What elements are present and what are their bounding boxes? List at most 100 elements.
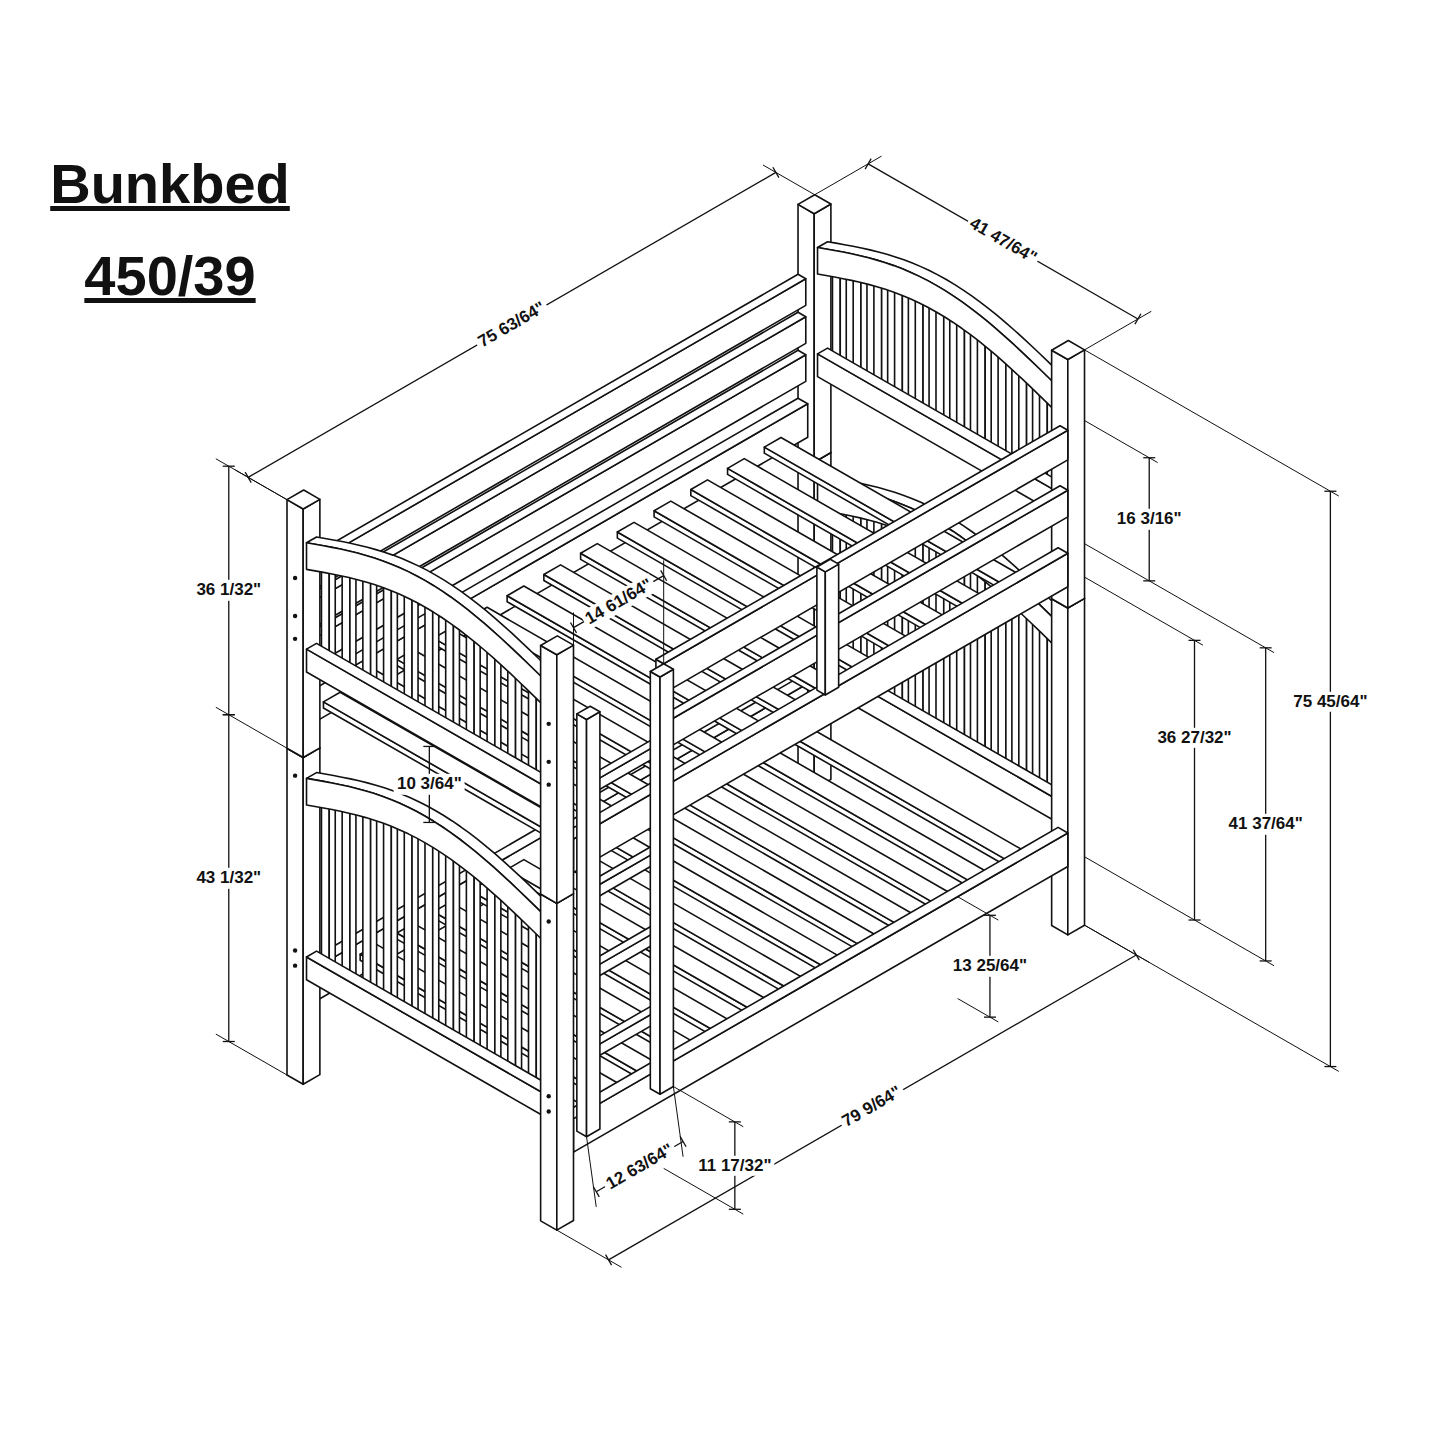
spindle xyxy=(384,818,392,1003)
dimension-tick xyxy=(661,570,667,580)
dimension-tick xyxy=(223,714,235,715)
bed-post xyxy=(1052,341,1085,360)
guard-board xyxy=(304,274,806,564)
ladder-rung xyxy=(591,846,658,885)
spindle xyxy=(391,584,397,696)
dimension-line xyxy=(1194,640,1195,920)
dimension-tick xyxy=(865,159,871,169)
spindle xyxy=(412,828,418,1015)
dimension-tick xyxy=(1260,960,1272,961)
dimension-tick xyxy=(423,822,435,823)
dimension-line xyxy=(1330,491,1331,1066)
bolt-hole xyxy=(293,948,297,952)
ladder-rail xyxy=(577,706,600,719)
bed-post xyxy=(557,894,574,1230)
spindle xyxy=(321,802,329,967)
spindle xyxy=(321,567,329,660)
spindle xyxy=(384,583,392,696)
dimension-label: 75 45/64" xyxy=(1290,692,1370,712)
extension-line xyxy=(1085,577,1203,645)
bolt-hole xyxy=(293,576,297,580)
bolt-hole xyxy=(547,722,551,726)
bed-post xyxy=(287,490,320,509)
extension-line xyxy=(1085,421,1158,463)
spindle xyxy=(412,593,418,708)
spindle xyxy=(508,903,516,1075)
slat xyxy=(581,544,848,698)
spindle xyxy=(832,271,840,364)
spindle xyxy=(487,884,495,1063)
dimension-label: 12 63/64" xyxy=(600,1138,680,1196)
ladder-rung xyxy=(591,926,658,965)
ladder-rail xyxy=(660,669,673,1094)
dimension-tick xyxy=(593,1187,599,1197)
spindle xyxy=(1019,607,1027,779)
spindle xyxy=(425,602,433,719)
spindle xyxy=(516,904,522,1075)
dimension-tick xyxy=(1260,647,1272,648)
spindle xyxy=(404,592,412,708)
spindle xyxy=(964,321,970,436)
side-rail xyxy=(573,833,1067,1152)
spindle xyxy=(453,617,459,732)
ladder-rail xyxy=(577,714,587,1137)
spindle xyxy=(957,320,965,436)
guard-support xyxy=(817,567,825,695)
spindle xyxy=(1040,627,1048,791)
ladder-rail xyxy=(650,671,660,1094)
extension-line xyxy=(673,1087,743,1127)
dimension-tick xyxy=(729,1121,741,1122)
bed-drawing xyxy=(287,195,1085,1230)
spindle xyxy=(329,568,335,660)
arch-rail xyxy=(307,778,544,941)
bed-post xyxy=(1068,350,1085,608)
dimension-tick xyxy=(1133,950,1139,960)
dimension-tick xyxy=(570,622,576,632)
dimension-label: 36 1/32" xyxy=(193,580,264,600)
spindle xyxy=(425,838,433,1027)
bolt-hole xyxy=(547,1094,551,1098)
bolt-hole xyxy=(547,760,551,764)
spindle xyxy=(882,282,888,389)
dimension-label: 79 9/64" xyxy=(837,1081,908,1134)
dimension-lines xyxy=(216,156,1339,1267)
slat xyxy=(728,459,995,613)
spindle xyxy=(495,649,501,755)
spindle xyxy=(528,923,536,1087)
dimension-label: 43 1/32" xyxy=(193,868,264,888)
bed-post xyxy=(1052,599,1068,935)
slat xyxy=(617,522,884,676)
spindle xyxy=(350,572,356,672)
guard-support xyxy=(825,564,838,695)
extension-line xyxy=(815,156,882,195)
spindle xyxy=(853,276,861,377)
dimension-label: 41 37/64" xyxy=(1226,814,1306,834)
bolt-hole xyxy=(293,614,297,618)
spindle xyxy=(936,307,944,424)
dimension-tick xyxy=(223,1041,235,1042)
bed-post xyxy=(541,894,557,1230)
slat xyxy=(654,501,921,655)
dimension-line xyxy=(609,955,1137,1260)
panel-rail xyxy=(307,951,554,1093)
spindle xyxy=(915,296,923,412)
spindle xyxy=(446,616,454,732)
spindle xyxy=(371,577,377,684)
bed-post xyxy=(287,500,303,758)
extension-line xyxy=(958,897,999,920)
dimension-line xyxy=(248,172,776,477)
extension-line xyxy=(216,459,287,500)
dimension-tick xyxy=(1135,314,1141,324)
slat xyxy=(764,437,1031,591)
dimension-tick xyxy=(223,466,235,467)
spindle xyxy=(371,813,377,992)
bolt-hole xyxy=(547,919,551,923)
spindle xyxy=(404,827,412,1015)
spindle xyxy=(466,631,474,743)
bed-post xyxy=(557,645,574,903)
dimension-line xyxy=(868,164,1138,319)
guard-board xyxy=(656,426,1068,664)
spindle xyxy=(998,353,1006,460)
spindle xyxy=(1027,608,1033,779)
dimension-label: 16 3/16" xyxy=(1114,509,1185,529)
